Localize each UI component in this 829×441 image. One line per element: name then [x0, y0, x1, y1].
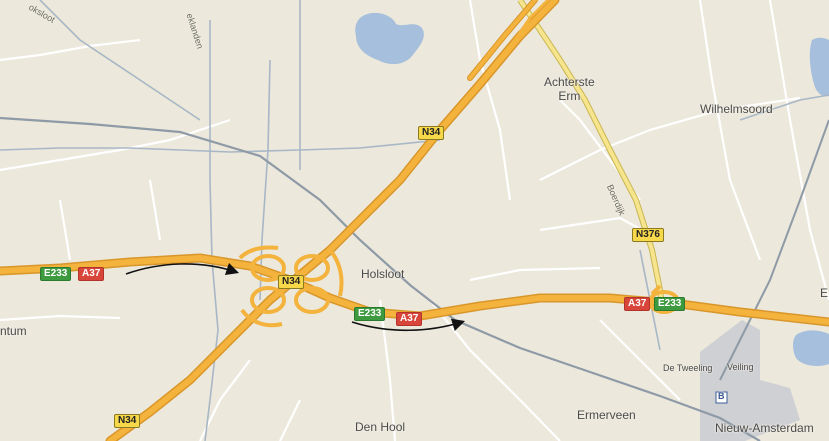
place-label-ermerveen: Ermerveen: [577, 408, 636, 422]
direction-arrow-east: [351, 318, 466, 332]
railway-east: [719, 119, 829, 381]
shield-e233-mid: E233: [354, 307, 386, 321]
place-label-wilhelmsoord: Wilhelmsoord: [700, 102, 773, 116]
railway: [0, 116, 761, 441]
shield-e233-west: E233: [40, 267, 72, 281]
place-label-de-tweeling: De Tweeling: [663, 363, 713, 373]
place-label-den-hool: Den Hool: [355, 420, 406, 434]
place-label-edge-e: E: [820, 286, 829, 300]
shield-n34-junction: N34: [278, 275, 305, 289]
direction-arrow-west: [125, 262, 240, 276]
shield-n34-south: N34: [114, 414, 141, 428]
shield-a37-west: A37: [78, 267, 105, 281]
shield-a37-mid: A37: [396, 312, 423, 326]
place-label-achterste-erm: Achterste Erm: [544, 75, 595, 103]
lake-east: [793, 330, 829, 366]
shield-e233-east: E233: [654, 297, 686, 311]
transit-stop-icon[interactable]: B: [718, 391, 725, 401]
place-label-tum: ntum: [0, 324, 27, 338]
shield-n34-north: N34: [418, 126, 445, 140]
lake-northeast: [809, 37, 829, 97]
shield-n376: N376: [632, 228, 664, 242]
shield-a37-east: A37: [624, 297, 651, 311]
road-n376-fill: [518, 0, 664, 306]
transit-stop-box: [715, 391, 728, 404]
built-up-area: [700, 320, 800, 441]
interchange-ramps: [238, 245, 344, 328]
place-label-holsloot: Holsloot: [361, 267, 405, 281]
lake-north: [355, 12, 424, 65]
place-label-veiling: Veiling: [727, 362, 754, 372]
place-label-nieuw-amsterdam: Nieuw-Amsterdam: [715, 421, 814, 435]
